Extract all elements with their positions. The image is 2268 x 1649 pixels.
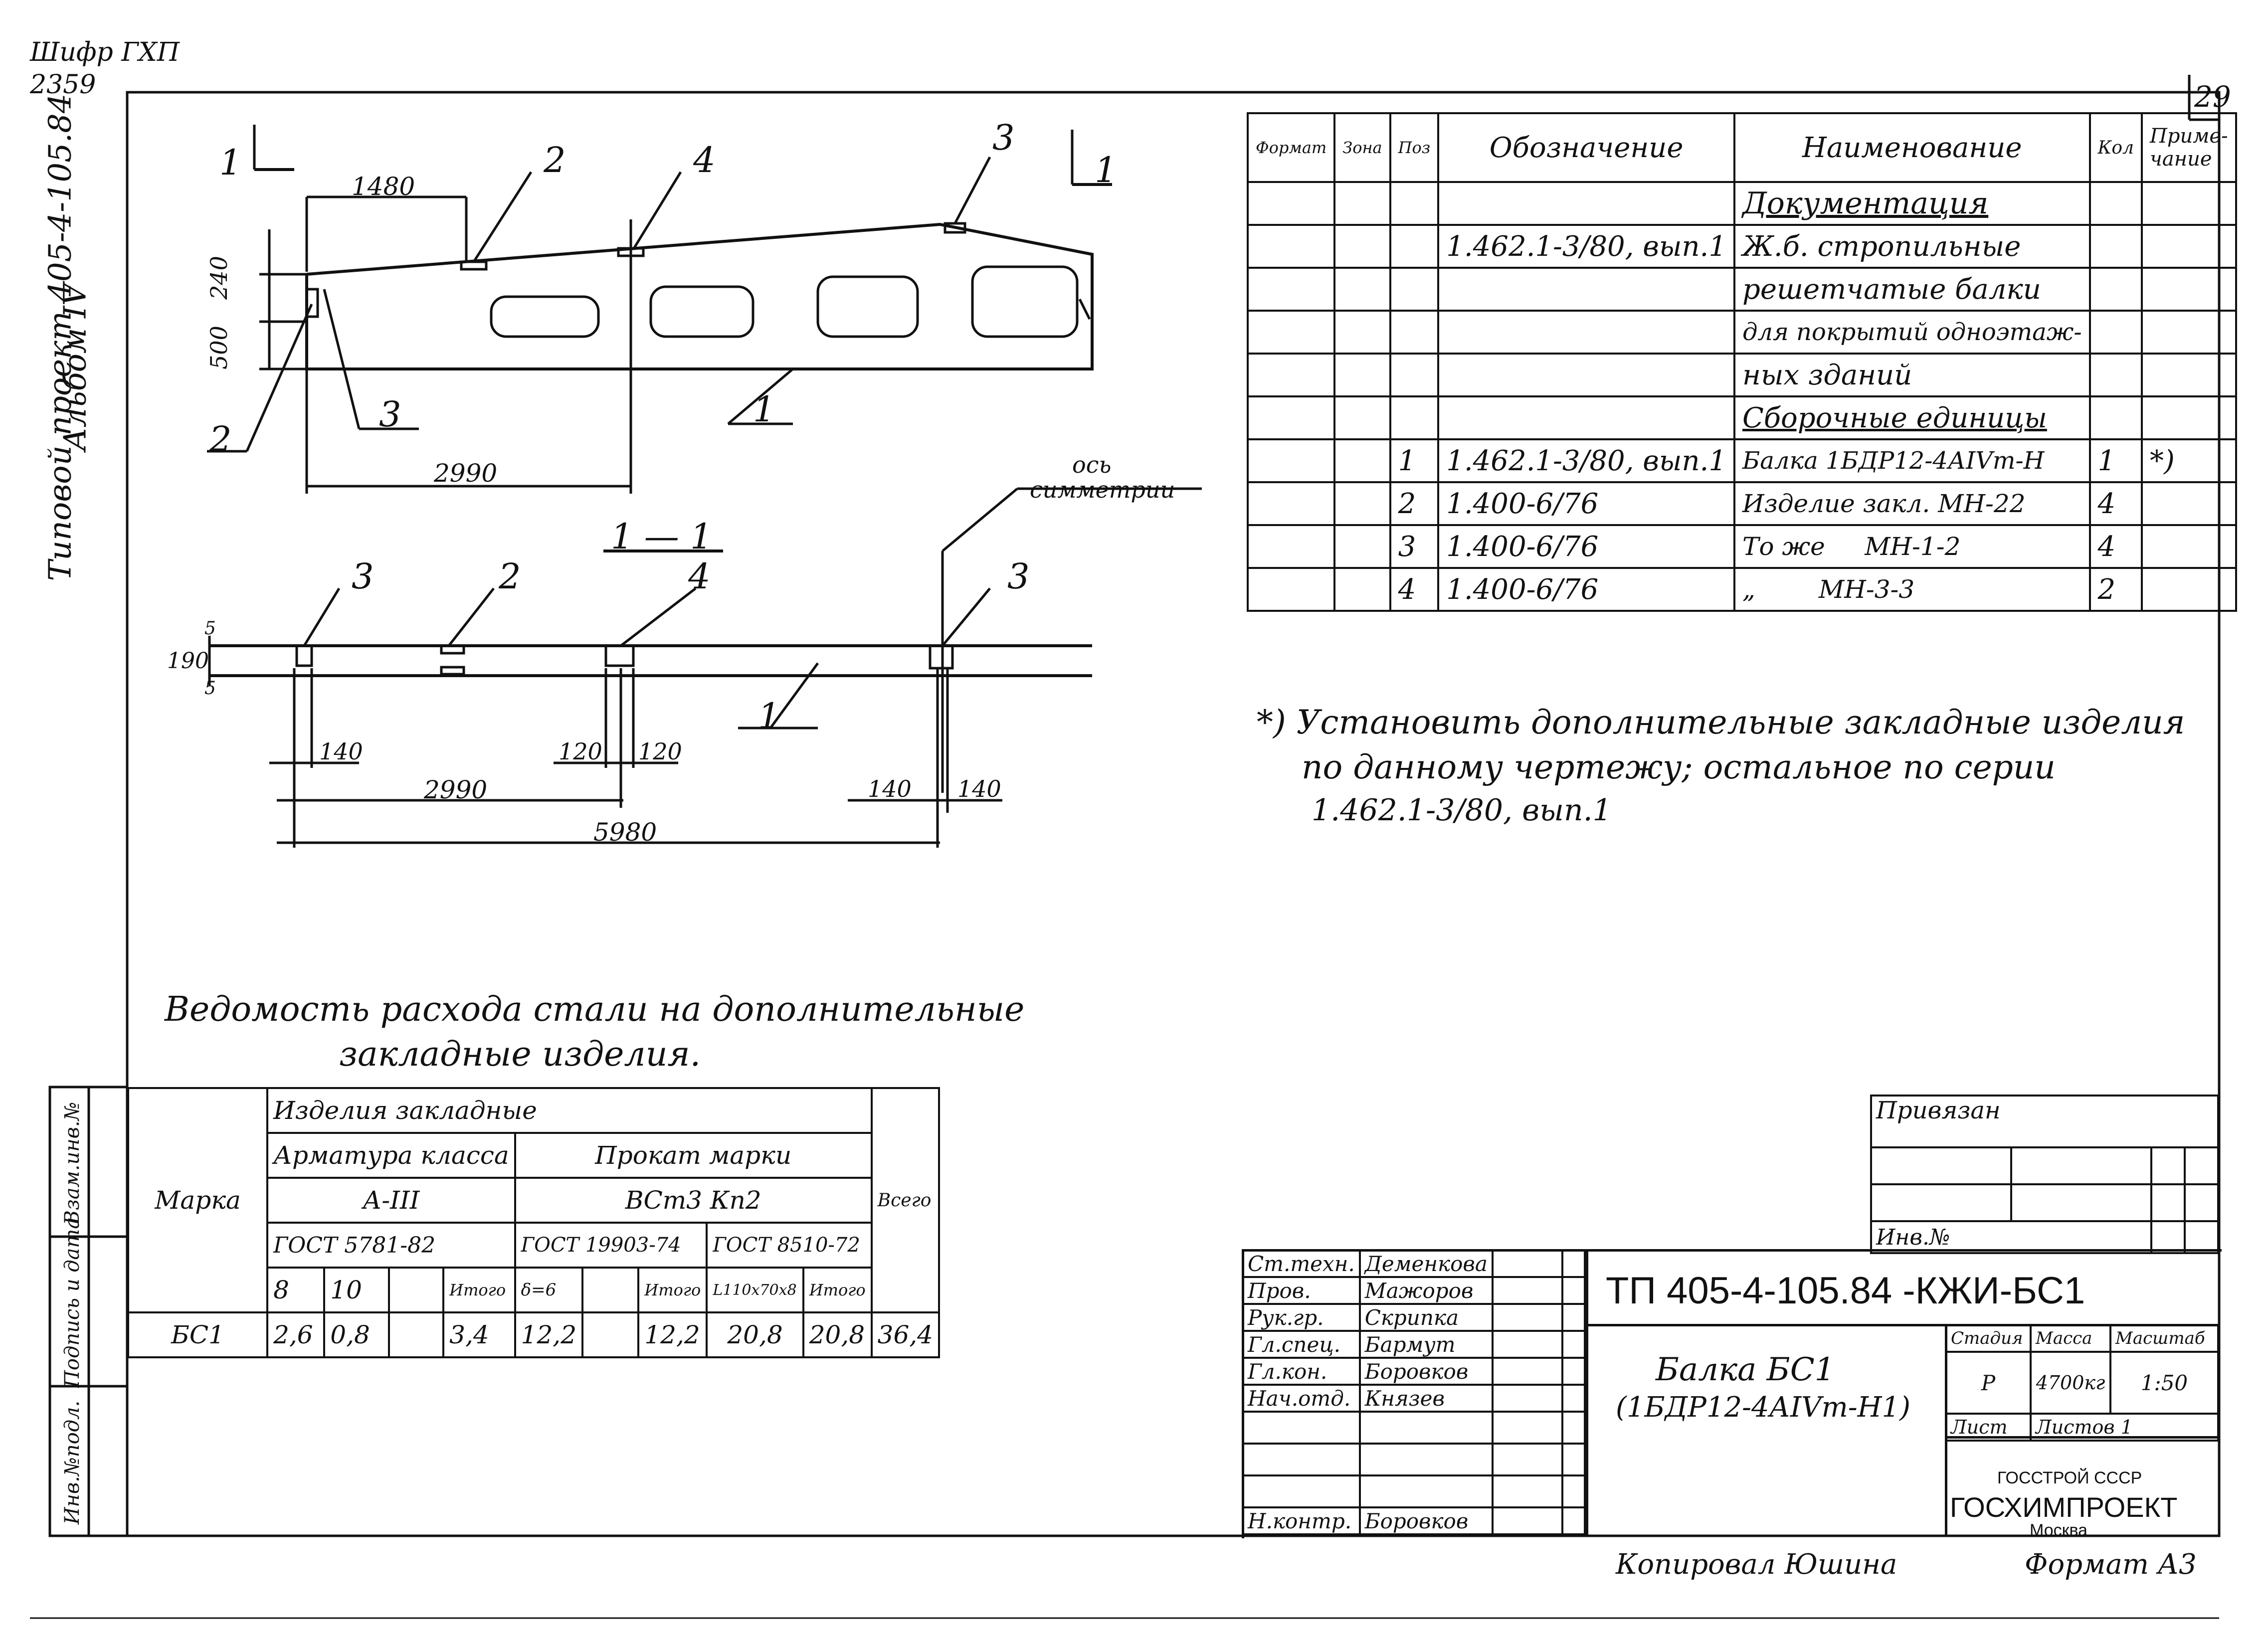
position-label: 2 <box>209 419 232 460</box>
table-row: Гл.спец.Бармут <box>1242 1330 1586 1359</box>
section-title: 1 — 1 <box>611 516 713 557</box>
beam-section <box>208 487 1202 848</box>
position-label: 2 <box>544 140 566 181</box>
spec-header-note: Приме-чание <box>2141 112 2237 183</box>
stamp-signature-date: Подпись и дата <box>61 1217 84 1388</box>
position-label: 1 <box>758 696 780 736</box>
dimension-label: 2990 <box>424 775 488 804</box>
footnote-line: 1.462.1-3/80, вып.1 <box>1312 793 1612 828</box>
table-row: Документация <box>1246 181 2237 226</box>
position-label: 3 <box>1007 556 1030 597</box>
position-label: 1 <box>753 389 775 430</box>
stamp-replaced-inv: Взам.инв.№ <box>61 1101 84 1225</box>
org-city: Москва <box>2030 1521 2088 1540</box>
drawing-code: ТП 405-4-105.84 -КЖИ-БС1 <box>1606 1270 2085 1312</box>
dimension-label: 2990 <box>434 459 498 488</box>
dimension-label: 5980 <box>593 818 657 847</box>
table-row: ных зданий <box>1246 353 2237 397</box>
sheet-frame <box>126 91 2221 1537</box>
page-number: 29 <box>2194 80 2231 114</box>
item-name: Балка БС1 <box>1656 1351 1835 1388</box>
paper-format: Формат А3 <box>2025 1548 2197 1581</box>
table-row: Нач.отд.Князев <box>1242 1384 1586 1413</box>
section-mark-right: 1 <box>1095 150 1117 190</box>
dimension-label: 1480 <box>352 172 415 201</box>
table-row: Рук.гр.Скрипка <box>1242 1303 1586 1332</box>
table-row: Н.контр.Боровков <box>1242 1506 1586 1535</box>
dimension-label: 500 <box>205 326 232 369</box>
spec-header-designation: Обозначение <box>1437 112 1735 183</box>
position-label: 4 <box>688 556 711 597</box>
dimension-label: 120 <box>559 738 602 765</box>
spec-header-zone: Зона <box>1333 112 1391 183</box>
specification-table: Формат Зона Поз Обозначение Наименование… <box>1246 112 2237 612</box>
dimension-label: 240 <box>205 256 232 300</box>
dimension-label: 5 <box>204 678 216 699</box>
beam-elevation <box>207 125 1112 494</box>
copied-by: Копировал Юшина <box>1616 1548 1897 1581</box>
table-row: решетчатые балки <box>1246 267 2237 312</box>
table-row: для покрытий одноэтаж- <box>1246 310 2237 355</box>
spec-header-name: Наименование <box>1733 112 2091 183</box>
album-title-vertical: Альбом IV <box>56 283 93 451</box>
spec-header-pos: Поз <box>1389 112 1440 183</box>
cipher-number: 2359 <box>30 70 96 100</box>
table-row: Ст.техн.Деменкова <box>1242 1249 1586 1278</box>
steel-title: закладные изделия. <box>339 1035 701 1074</box>
dimension-label: 140 <box>868 775 912 802</box>
dimension-label: 5 <box>204 618 216 639</box>
table-row: Пров.Мажоров <box>1242 1276 1586 1305</box>
section-mark-left: 1 <box>219 142 242 183</box>
dimension-label: 190 <box>167 648 209 674</box>
org-institute: ГОСХИМПРОЕКТ <box>1950 1491 2178 1523</box>
signatures-table: Ст.техн.Деменкова Пров.Мажоров Рук.гр.Ск… <box>1242 1249 1586 1535</box>
steel-title: Ведомость расхода стали на дополнительны… <box>165 990 1025 1029</box>
axis-label: симметрии <box>1030 476 1175 503</box>
footnote-line: по данному чертежу; остальное по серии <box>1302 748 2056 786</box>
position-label: 3 <box>352 556 374 597</box>
item-code: (1БДР12-4АIVт-Н1) <box>1616 1391 1910 1424</box>
table-row: Гл.кон.Боровков <box>1242 1357 1586 1386</box>
spec-header-format: Формат <box>1246 112 1336 183</box>
position-label: 2 <box>499 556 521 597</box>
stamp-inv-original: Инв.№подл. <box>61 1400 84 1525</box>
dimension-label: 120 <box>638 738 682 765</box>
spec-header-qty: Кол <box>2088 112 2143 183</box>
position-label: 3 <box>992 117 1015 158</box>
steel-table: Марка Изделия закладные Всего Арматура к… <box>127 1087 941 1358</box>
cipher-label: Шифр ГХП <box>30 37 180 67</box>
axis-label: ось <box>1072 451 1112 478</box>
org-ministry: ГОССТРОЙ СССР <box>1997 1468 2142 1487</box>
footnote-line: *) Установить дополнительные закладные и… <box>1257 703 2185 741</box>
table-row: БС1 2,6 0,8 3,4 12,2 12,2 20,8 20,8 36,4 <box>127 1311 941 1358</box>
binding-block: Привязан Инв.№ <box>1870 1095 2219 1254</box>
dimension-label: 140 <box>319 738 363 765</box>
position-label: 3 <box>379 394 401 435</box>
table-row: Сборочные единицы <box>1246 395 2237 440</box>
position-label: 4 <box>693 140 716 181</box>
dimension-label: 140 <box>957 775 1001 802</box>
